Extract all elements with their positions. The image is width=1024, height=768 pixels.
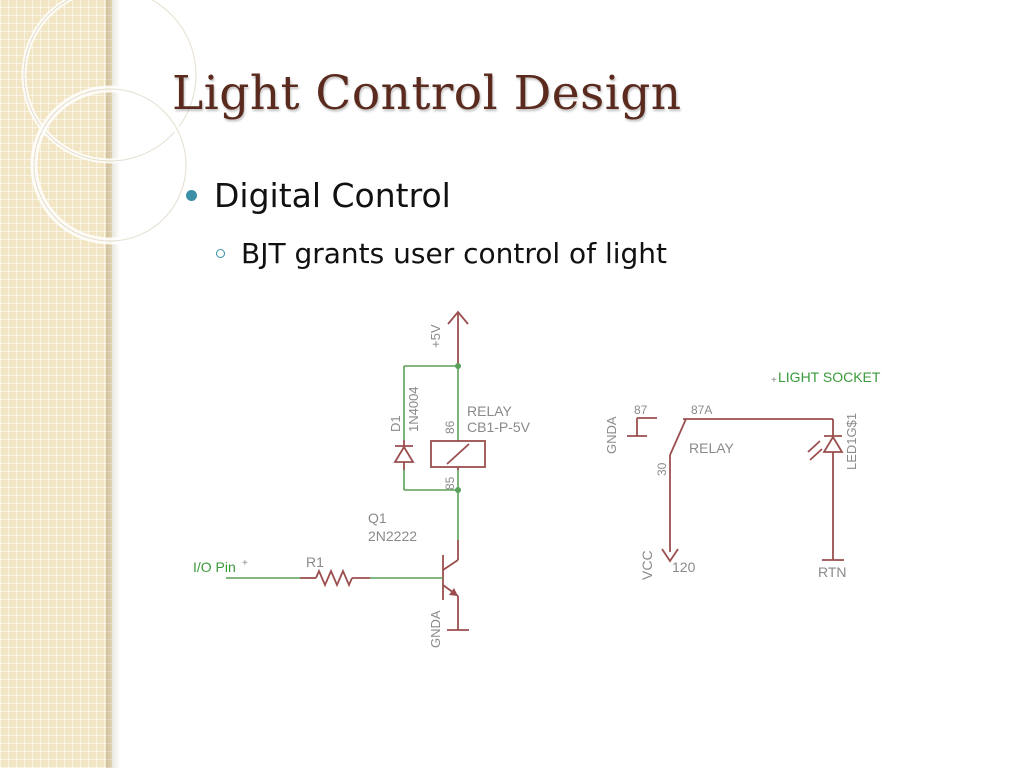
sub-bullet-item: BJT grants user control of light — [216, 237, 667, 270]
led-icon — [807, 419, 844, 560]
sub-bullet-text: BJT grants user control of light — [241, 237, 668, 270]
junction-dot — [455, 487, 461, 493]
transistor-ref: Q1 — [368, 510, 387, 526]
socket-label: LIGHT SOCKET — [778, 369, 881, 385]
resistor-r1-icon — [300, 568, 370, 588]
diode-part: 1N4004 — [406, 386, 421, 432]
sub-bullet-ring-icon — [216, 249, 225, 258]
relay-label: RELAY — [467, 403, 513, 419]
sidebar-background — [0, 0, 112, 768]
relay-part: CB1-P-5V — [467, 419, 531, 435]
transistor-q1-icon — [442, 540, 459, 630]
supply-label: +5V — [428, 324, 443, 348]
diode-ref: D1 — [388, 415, 403, 432]
relay-pin-85: 85 — [443, 476, 457, 490]
relay-coil-icon — [430, 440, 486, 470]
junction-dot — [455, 363, 461, 369]
gnd-relay-label: GNDA — [604, 416, 619, 454]
socket-marker: + — [771, 375, 777, 386]
bullet-item: Digital Control — [186, 176, 451, 215]
relay-switch-icon — [669, 418, 833, 552]
pin-87: 87 — [634, 403, 648, 417]
io-pin-marker: + — [242, 558, 248, 569]
bullet-dot-icon — [186, 190, 197, 201]
rtn-label: RTN — [818, 564, 847, 580]
led-ref: LED1G$1 — [844, 413, 859, 470]
transistor-part: 2N2222 — [368, 528, 417, 544]
vcc-arrow-icon — [661, 548, 679, 563]
pin-30: 30 — [655, 462, 669, 476]
ground-icon — [627, 418, 647, 437]
vcc-value: 120 — [672, 559, 696, 575]
relay-pin-86: 86 — [443, 420, 457, 434]
gnd-bjt-label: GNDA — [428, 610, 443, 648]
bullet-text: Digital Control — [214, 176, 451, 215]
diode-d1-icon — [393, 440, 415, 470]
vcc-label: VCC — [639, 550, 655, 580]
pin-87a: 87A — [691, 403, 712, 417]
slide-title: Light Control Design — [172, 66, 682, 121]
sidebar-shadow — [106, 0, 120, 768]
io-pin-label: I/O Pin — [193, 559, 236, 575]
decorative-circles — [21, 0, 199, 245]
supply-arrow-icon — [447, 310, 469, 366]
resistor-ref: R1 — [306, 554, 324, 570]
switch-label: RELAY — [689, 440, 735, 456]
